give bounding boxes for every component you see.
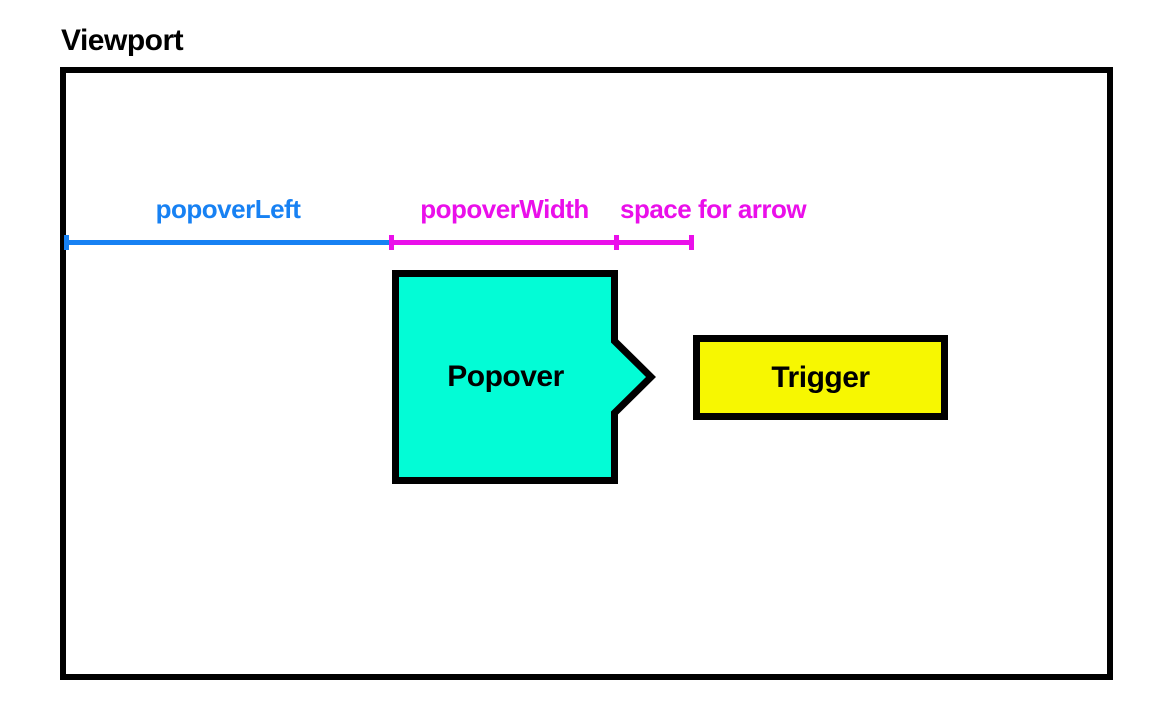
- popover-shape: [392, 270, 656, 484]
- popover-width-and-arrow-dimension-line: [392, 240, 694, 245]
- viewport-title: Viewport: [61, 24, 184, 57]
- popover-width-label: popoverWidth: [420, 194, 589, 224]
- dimension-tick-start: [64, 235, 69, 250]
- popover-arrow-outline: [392, 270, 656, 484]
- space-for-arrow-label: space for arrow: [620, 194, 807, 224]
- trigger-box: Trigger: [693, 335, 948, 420]
- popover-label: Popover: [447, 360, 564, 393]
- dimension-tick-trigger-left-edge: [689, 235, 694, 250]
- dimension-tick-popover-left-edge: [389, 235, 394, 250]
- popover-left-label: popoverLeft: [155, 194, 301, 224]
- dimension-tick-popover-right-edge: [614, 235, 619, 250]
- viewport-rect: [60, 67, 1113, 680]
- popover-left-dimension-line: [64, 240, 392, 245]
